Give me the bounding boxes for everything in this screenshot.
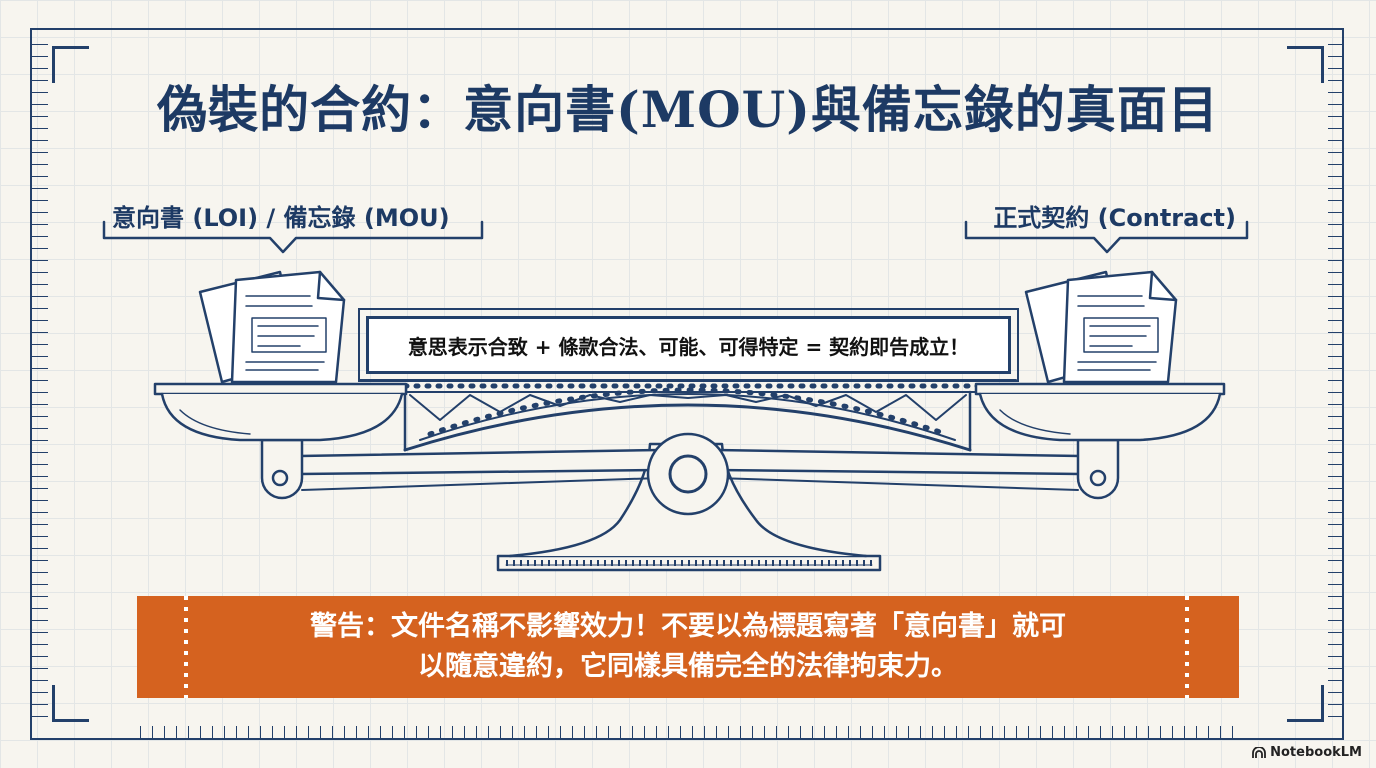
corner-mark <box>1287 46 1324 83</box>
corner-mark <box>52 685 89 722</box>
corner-mark <box>52 46 89 83</box>
warning-line-2: 以隨意違約，它同樣具備完全的法律拘束力。 <box>418 651 958 682</box>
page-title: 偽裝的合約：意向書(MOU)與備忘錄的真面目 <box>157 80 1219 139</box>
left-pan-label: 意向書 (LOI) / 備忘錄 (MOU) <box>112 204 450 232</box>
document-stack-icon <box>198 270 346 384</box>
notebooklm-logo-icon <box>1252 746 1267 758</box>
document-stack-icon <box>1024 270 1178 384</box>
formula-frame <box>358 308 1019 382</box>
corner-mark <box>1287 685 1324 722</box>
formula-banner: 意思表示合致 + 條款合法、可能、可得特定 = 契約即告成立！ <box>366 316 1011 374</box>
perforation-left <box>184 596 188 698</box>
warning-line-1: 警告：文件名稱不影響效力！不要以為標題寫著「意向書」就可 <box>310 611 1066 642</box>
ruler-bottom <box>140 726 1240 738</box>
brand-watermark: NotebookLM <box>1252 745 1362 760</box>
right-pan-label: 正式契約 (Contract) <box>993 204 1236 232</box>
ruler-left <box>32 44 48 724</box>
brand-name: NotebookLM <box>1270 745 1362 760</box>
ruler-right <box>1328 44 1344 724</box>
perforation-right <box>1185 596 1189 698</box>
right-callout-bracket <box>964 220 1249 254</box>
warning-banner: 警告：文件名稱不影響效力！不要以為標題寫著「意向書」就可 以隨意違約，它同樣具備… <box>137 596 1239 698</box>
left-callout-bracket <box>102 220 484 254</box>
